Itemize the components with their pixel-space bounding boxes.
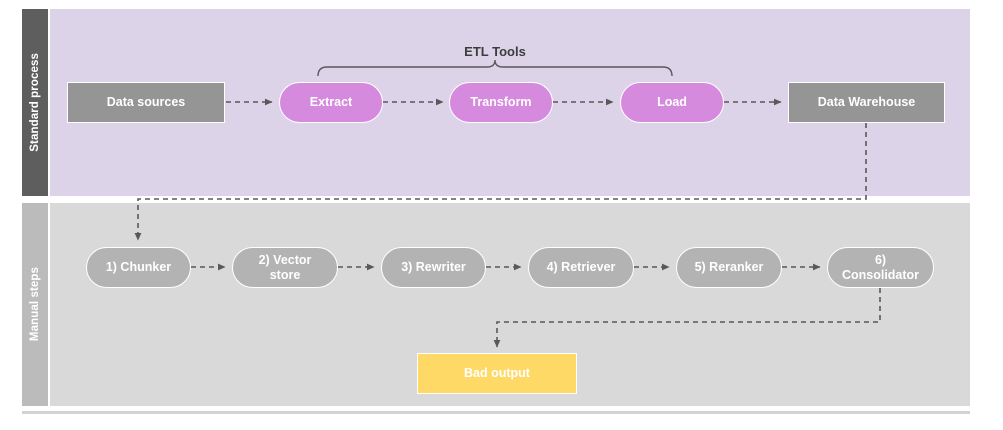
- lane-label-standard-process: Standard process: [29, 53, 41, 152]
- node-extract[interactable]: Extract: [279, 82, 383, 123]
- etl-tools-label: ETL Tools: [464, 44, 526, 59]
- lane-label-manual-steps: Manual steps: [29, 267, 41, 342]
- node-bad-output[interactable]: Bad output: [417, 353, 577, 394]
- lane-header-standard-process: Standard process: [22, 9, 48, 196]
- lane-header-manual-steps: Manual steps: [22, 203, 48, 406]
- node-vector-store[interactable]: 2) Vector store: [232, 247, 338, 288]
- node-data-warehouse[interactable]: Data Warehouse: [788, 82, 945, 123]
- node-transform[interactable]: Transform: [449, 82, 553, 123]
- bottom-divider: [22, 411, 970, 414]
- node-retriever[interactable]: 4) Retriever: [528, 247, 634, 288]
- node-load[interactable]: Load: [620, 82, 724, 123]
- node-reranker[interactable]: 5) Reranker: [676, 247, 782, 288]
- node-data-sources[interactable]: Data sources: [67, 82, 225, 123]
- node-consolidator[interactable]: 6) Consolidator: [827, 247, 934, 288]
- node-rewriter[interactable]: 3) Rewriter: [381, 247, 486, 288]
- node-chunker[interactable]: 1) Chunker: [86, 247, 191, 288]
